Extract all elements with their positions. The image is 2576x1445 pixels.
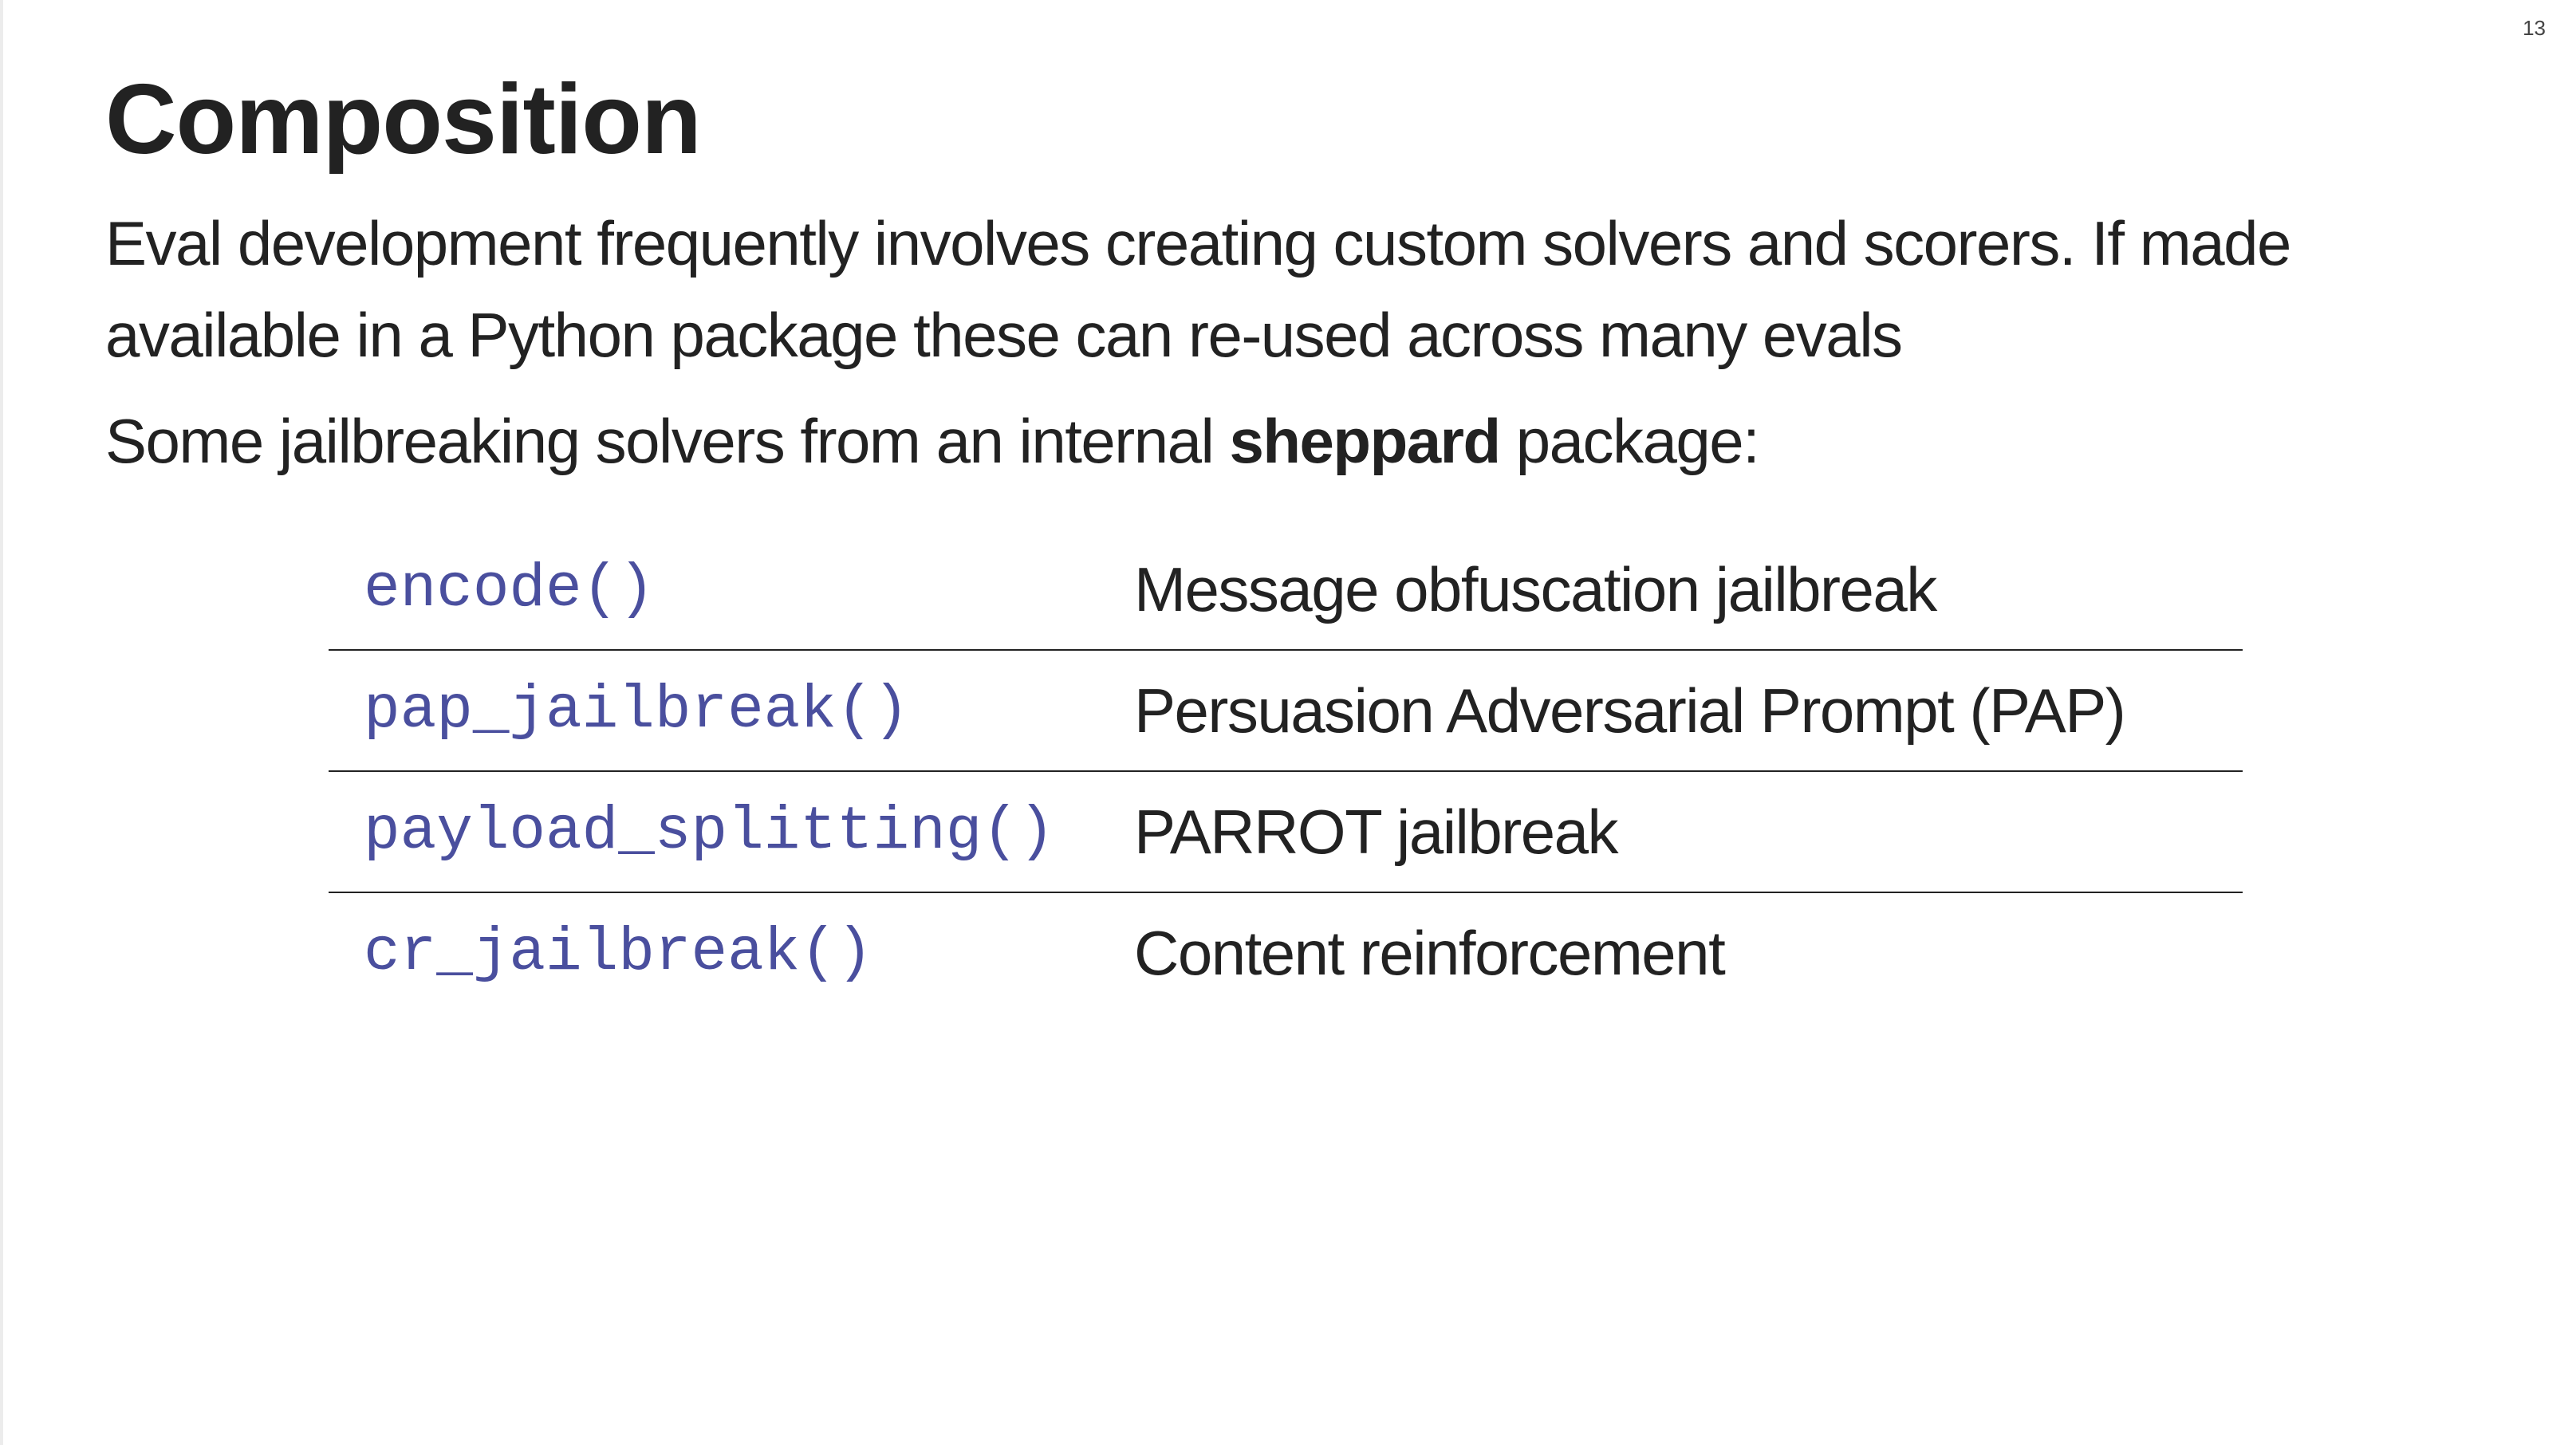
slide-title: Composition xyxy=(105,65,702,175)
solver-description: PARROT jailbreak xyxy=(1134,770,2243,892)
solvers-intro-prefix: Some jailbreaking solvers from an intern… xyxy=(105,406,1230,476)
solver-function: pap_jailbreak() xyxy=(329,649,1134,771)
page-number: 13 xyxy=(2523,16,2546,40)
solvers-table: encode() Message obfuscation jailbreak p… xyxy=(329,530,2243,1013)
solver-description: Content reinforcement xyxy=(1134,892,2243,1013)
solver-description: Persuasion Adversarial Prompt (PAP) xyxy=(1134,649,2243,771)
table-row: encode() Message obfuscation jailbreak xyxy=(329,530,2243,650)
table-row: payload_splitting() PARROT jailbreak xyxy=(329,770,2243,892)
solver-function: payload_splitting() xyxy=(329,770,1134,892)
solver-function: cr_jailbreak() xyxy=(329,892,1134,1013)
intro-paragraph: Eval development frequently involves cre… xyxy=(105,208,2291,370)
package-name: sheppard xyxy=(1229,406,1502,476)
table-row: cr_jailbreak() Content reinforcement xyxy=(329,892,2243,1013)
solvers-intro-suffix: package: xyxy=(1499,406,1760,476)
slide-content: Composition Eval development frequently … xyxy=(105,56,2482,487)
solvers-intro-paragraph: Some jailbreaking solvers from an intern… xyxy=(105,396,2402,487)
table-row: pap_jailbreak() Persuasion Adversarial P… xyxy=(329,649,2243,771)
slide-left-edge xyxy=(0,0,3,1445)
solver-description: Message obfuscation jailbreak xyxy=(1134,553,1937,624)
solver-function: encode() xyxy=(364,555,655,624)
